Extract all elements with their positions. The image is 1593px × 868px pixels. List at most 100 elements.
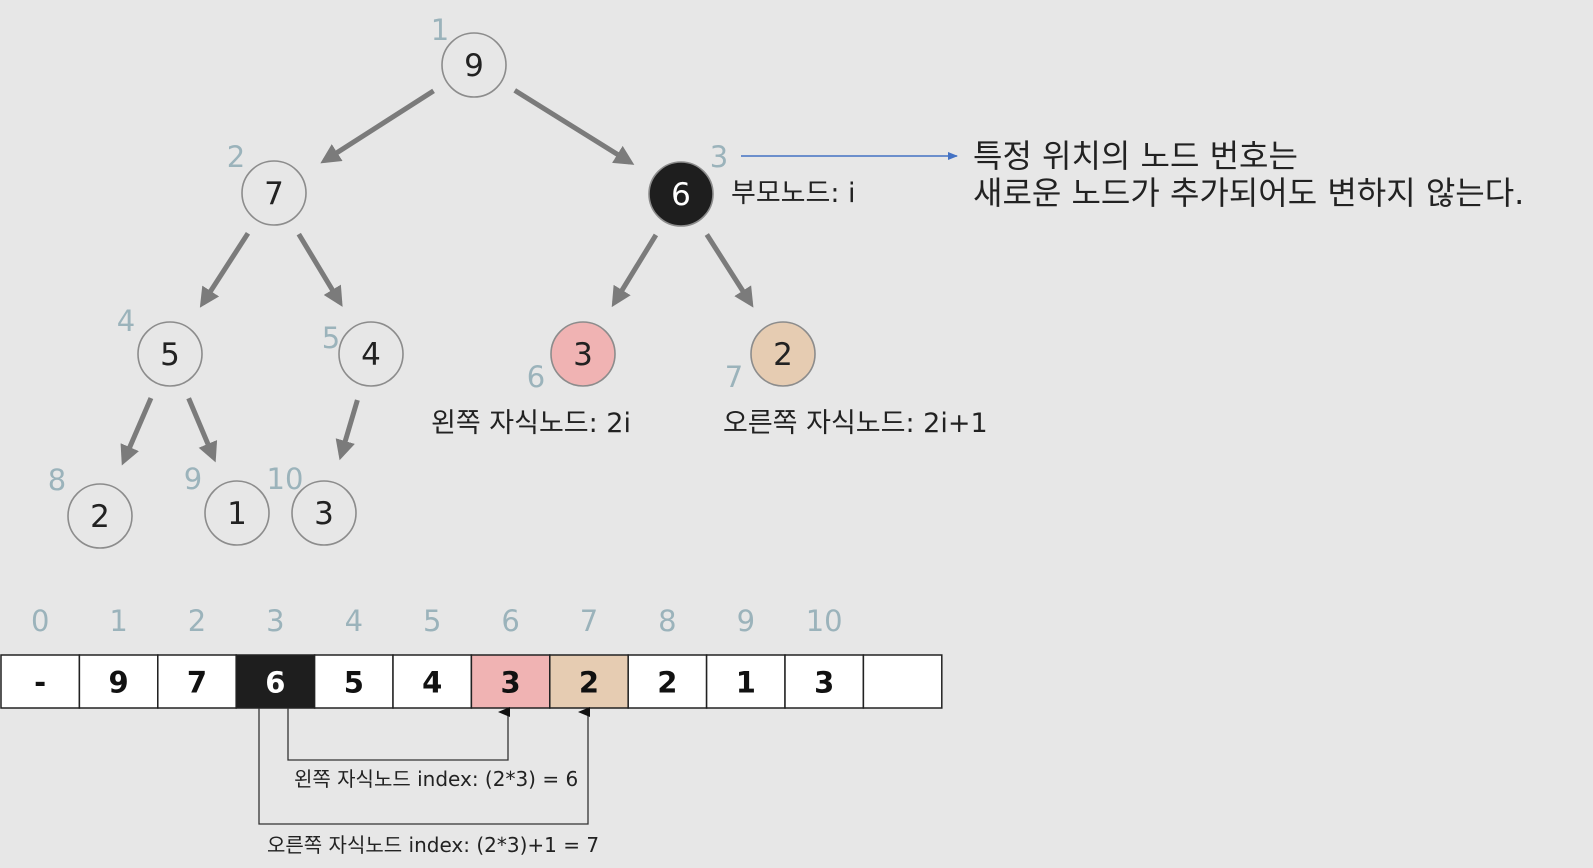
node-index-label: 2 — [227, 140, 245, 174]
note-line-1: 특정 위치의 노드 번호는 — [973, 137, 1298, 175]
array-cell-box — [862, 654, 943, 709]
node-circle — [67, 483, 133, 549]
node-circle — [241, 160, 307, 226]
node-value: 2 — [773, 337, 793, 373]
node-value: 2 — [90, 499, 110, 535]
array-cell-8: 2 — [627, 654, 708, 709]
tree-node-1: 91 — [431, 13, 507, 98]
array-index-label: 8 — [658, 604, 676, 638]
array-index-label: 2 — [188, 604, 206, 638]
node-value: 4 — [361, 337, 381, 373]
right-child-index-connector — [258, 707, 590, 825]
node-circle — [204, 480, 270, 546]
left-child-index-connector — [287, 707, 510, 761]
tree-edge-4-8 — [120, 397, 154, 466]
array-cell-box — [784, 654, 865, 709]
array-index-label: 10 — [806, 604, 843, 638]
node-value: 3 — [573, 337, 593, 373]
node-index-label: 10 — [267, 462, 304, 496]
node-index-label: 3 — [710, 140, 728, 174]
node-value: 5 — [160, 337, 180, 373]
tree-edge-3-7 — [704, 233, 754, 308]
node-index-label: 8 — [48, 463, 66, 497]
array-cell-box — [392, 654, 473, 709]
left-child-label: 왼쪽 자식노드: 2i — [431, 408, 631, 439]
array-cell-value: - — [34, 666, 46, 700]
array-cell-7: 2 — [549, 654, 629, 709]
array-index-label: 0 — [31, 604, 49, 638]
array-cell-box — [0, 654, 81, 709]
tree-node-8: 28 — [48, 463, 133, 549]
array-index-label: 9 — [737, 604, 755, 638]
array-cell-9: 1 — [705, 654, 786, 709]
node-circle — [291, 480, 357, 546]
node-index-label: 5 — [322, 321, 340, 355]
array-index-label: 7 — [580, 604, 598, 638]
node-index-label: 7 — [725, 360, 743, 394]
array-cell-box — [78, 654, 159, 709]
node-value: 7 — [264, 176, 284, 212]
left-index-formula: 왼쪽 자식노드 index: (2*3) = 6 — [294, 767, 578, 791]
array-index-label: 6 — [501, 604, 519, 638]
tree-edge-2-4 — [199, 231, 251, 308]
tree-edge-3-6 — [611, 233, 659, 308]
tree-edge-5-10 — [335, 399, 360, 461]
right-index-formula: 오른쪽 자식노드 index: (2*3)+1 = 7 — [267, 833, 599, 857]
tree-node-9: 19 — [184, 462, 270, 546]
array-cell-box — [549, 654, 629, 709]
node-circle — [441, 32, 507, 98]
array-cell-1: 9 — [78, 654, 159, 709]
array-cell-value: 5 — [344, 666, 364, 700]
note-line-2: 새로운 노드가 추가되어도 변하지 않는다. — [973, 174, 1524, 212]
array-index-label: 5 — [423, 604, 441, 638]
node-circle — [550, 321, 616, 387]
node-value: 6 — [671, 177, 691, 213]
array-cell-box — [705, 654, 786, 709]
array-cell-4: 5 — [313, 654, 394, 709]
tree-node-6: 36 — [527, 321, 616, 394]
tree-edges — [120, 88, 754, 466]
parent-label: 부모노드: i — [731, 178, 856, 209]
array-cell-value: 4 — [422, 666, 442, 700]
array-cell-0: - — [0, 654, 81, 709]
array-cell-6: 3 — [470, 654, 551, 709]
tree-node-3: 63 — [648, 140, 728, 227]
array-cell-box — [157, 654, 237, 709]
right-child-label: 오른쪽 자식노드: 2i+1 — [723, 408, 988, 439]
tree-node-4: 54 — [117, 304, 203, 387]
node-index-label: 1 — [431, 13, 449, 47]
array-cell-3: 6 — [235, 654, 316, 709]
tree-node-10: 3 10 — [267, 462, 357, 546]
array-cell-value: 1 — [736, 666, 756, 700]
tree-node-5: 45 — [322, 321, 404, 387]
tree-edge-4-9 — [186, 397, 218, 463]
tree-node-2: 72 — [227, 140, 307, 226]
node-index-label: 6 — [527, 360, 545, 394]
array-index-label: 1 — [109, 604, 127, 638]
node-circle — [648, 161, 714, 227]
array-cell-value: 3 — [501, 666, 521, 700]
array-cell-box — [627, 654, 708, 709]
array-cell-5: 4 — [392, 654, 473, 709]
array-cell-box — [235, 654, 316, 709]
node-circle — [750, 321, 816, 387]
tree-edge-1-3 — [513, 88, 635, 165]
array-cell-10: 3 — [784, 654, 865, 709]
array-cell-value: 3 — [814, 666, 834, 700]
array-cell-2: 7 — [157, 654, 237, 709]
array-cell-value: 9 — [109, 666, 129, 700]
node-value: 3 — [314, 496, 334, 532]
array-cell-box — [470, 654, 551, 709]
node-index-label: 4 — [117, 304, 135, 338]
node-circle — [137, 321, 203, 387]
array-index-label: 4 — [345, 604, 363, 638]
tree-node-7: 27 — [725, 321, 816, 394]
node-value: 1 — [227, 496, 247, 532]
array-index-label: 3 — [266, 604, 284, 638]
tree-edge-1-2 — [320, 88, 435, 164]
tree-edge-2-5 — [296, 232, 343, 307]
node-value: 9 — [464, 48, 484, 84]
array-cell-value: 7 — [187, 666, 207, 700]
